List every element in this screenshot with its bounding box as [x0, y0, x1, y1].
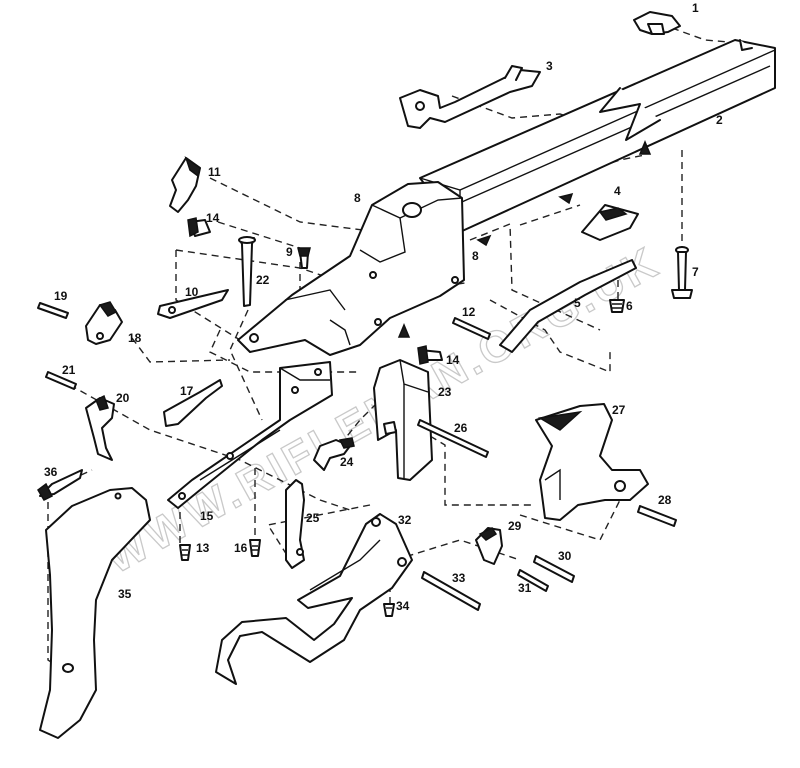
callout-31: 31 [518, 581, 532, 595]
part-7-pin [671, 246, 693, 299]
callout-30: 30 [558, 549, 572, 563]
callout-2: 2 [716, 113, 723, 127]
callout-22: 22 [256, 273, 270, 287]
callout-25: 25 [306, 511, 320, 525]
part-6-screw [609, 299, 625, 313]
part-25 [285, 479, 305, 569]
assembly-arrows [397, 140, 652, 338]
part-35-stock-tang [39, 487, 151, 739]
part-28-pin [637, 505, 677, 527]
part-30-pin [533, 555, 575, 583]
part-11 [169, 156, 201, 213]
part-8-receiver [237, 181, 465, 356]
part-1 [633, 11, 681, 35]
callout-11: 11 [208, 165, 221, 179]
part-18 [85, 301, 123, 345]
part-12-pin [452, 317, 491, 340]
callout-29: 29 [508, 519, 522, 533]
callout-32: 32 [398, 513, 412, 527]
callout-17: 17 [180, 384, 194, 398]
callout-23: 23 [438, 385, 452, 399]
part-20-trigger [85, 394, 115, 461]
part-15-tang [167, 361, 333, 509]
part-14a-screw [187, 217, 211, 238]
callout-26: 26 [454, 421, 468, 435]
part-26-pin [417, 419, 489, 458]
part-10 [157, 289, 229, 319]
part-14b-screw [417, 345, 443, 365]
part-27 [535, 403, 649, 521]
part-29 [475, 527, 503, 565]
part-36-screw [37, 469, 83, 501]
callout-27: 27 [612, 403, 626, 417]
callout-8a: 8 [354, 191, 361, 205]
part-32-lever [215, 513, 413, 685]
callout-9: 9 [286, 245, 293, 259]
part-22-pin [238, 236, 256, 307]
callout-20: 20 [116, 391, 130, 405]
callout-24: 24 [340, 455, 354, 469]
callout-18: 18 [128, 331, 142, 345]
part-16-screw [249, 539, 261, 557]
callout-14b: 14 [446, 353, 460, 367]
part-31-pin [517, 569, 549, 592]
callout-6: 6 [626, 299, 633, 313]
part-5 [499, 259, 637, 353]
callout-7: 7 [692, 265, 699, 279]
part-13-screw [179, 544, 191, 561]
callout-36: 36 [44, 465, 58, 479]
part-17 [163, 379, 223, 427]
callout-34: 34 [396, 599, 410, 613]
part-3 [399, 65, 541, 129]
callout-16: 16 [234, 541, 248, 555]
callout-13: 13 [196, 541, 210, 555]
part-33-pin [421, 571, 481, 611]
part-19-pin [37, 302, 69, 319]
callout-4: 4 [614, 184, 621, 198]
callout-28: 28 [658, 493, 672, 507]
callout-14a: 14 [206, 211, 220, 225]
callout-35: 35 [118, 587, 132, 601]
part-21-pin [45, 371, 77, 390]
part-34-screw [383, 603, 395, 617]
callout-3: 3 [546, 59, 553, 73]
callout-1: 1 [692, 1, 699, 15]
callout-19: 19 [54, 289, 68, 303]
part-4 [581, 204, 639, 241]
callout-10: 10 [185, 285, 199, 299]
part-23 [373, 359, 433, 481]
part-9-screw [297, 247, 311, 269]
part-24 [313, 437, 355, 471]
part-2-receiver-rail [419, 39, 776, 233]
callout-5: 5 [574, 296, 581, 310]
callout-12: 12 [462, 305, 476, 319]
callout-21: 21 [62, 363, 76, 377]
callout-15: 15 [200, 509, 214, 523]
callout-33: 33 [452, 571, 466, 585]
callout-8b: 8 [472, 249, 479, 263]
